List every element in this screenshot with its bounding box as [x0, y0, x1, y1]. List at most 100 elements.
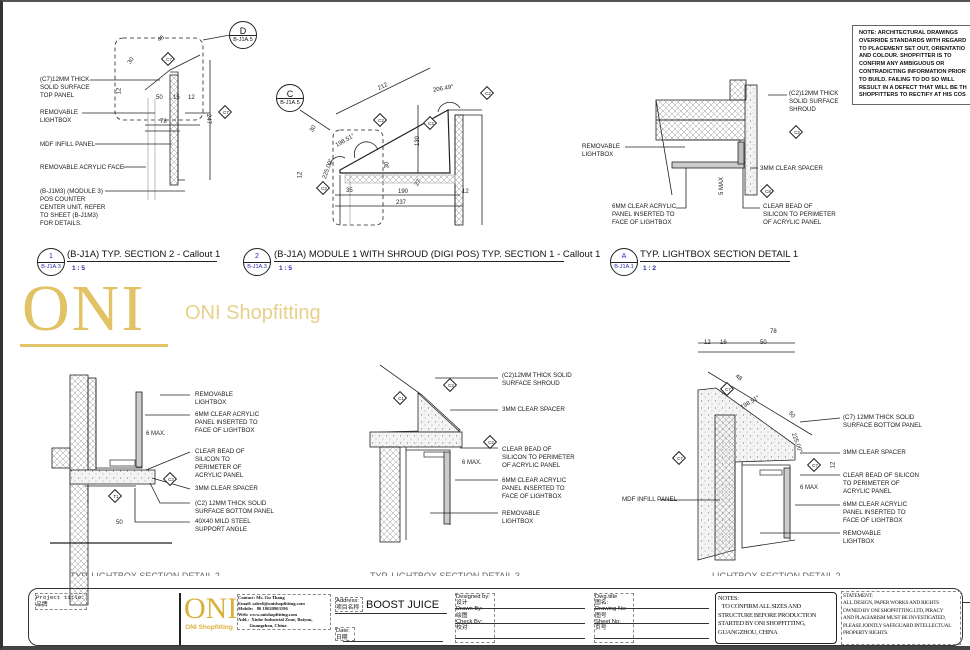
drawn-by-label: Drawn By: 绘图	[456, 606, 483, 619]
dim: 78	[770, 329, 777, 335]
tag-text: C7	[223, 109, 229, 115]
dim: 6 MAX.	[462, 460, 482, 466]
tag-text: C2	[378, 117, 384, 123]
label-silicon-bead: CLEAR BEAD OF SILICON TO PERIMETER OF AC…	[502, 446, 575, 469]
dim: 237	[396, 200, 407, 206]
section-2-drawing	[299, 67, 483, 226]
tag-text: C2	[485, 90, 491, 96]
dim: 12	[116, 87, 123, 95]
designed-by-label: Designed by: 设计	[456, 594, 490, 607]
label-clear-spacer: 3mm CLEAR SPACER	[502, 406, 565, 413]
label-bottom-panel: (C2) 12mm THICK SOLID SURFACE BOTTOM PAN…	[195, 500, 274, 515]
label-clear-spacer: 3mm CLEAR SPACER	[843, 449, 906, 456]
label-silicon-bead: CLEAR BEAD OF SILICON TO PERIMETER OF AC…	[843, 472, 919, 495]
dim: 190	[398, 189, 409, 195]
label-removable-lightbox: REMOVABLE LIGHTBOX	[195, 391, 234, 406]
dim: 12	[830, 461, 837, 469]
tag-text: T1	[113, 493, 119, 499]
callout-id: D	[239, 26, 247, 36]
project-name: BOOST JUICE	[366, 599, 440, 611]
dim: 12	[297, 171, 304, 179]
callout-ref: B-J1A.5	[277, 98, 303, 106]
tag-text: C7	[725, 386, 731, 392]
dim: 247	[205, 113, 212, 125]
label-acrylic-face: REMOVABLE ACRYLIC FACE	[40, 164, 125, 171]
section-C-drawing	[369, 364, 498, 543]
logo-subtitle: ONI Shopfitting	[185, 624, 233, 631]
logo-text: ONI	[184, 592, 238, 625]
callout-id: C	[286, 89, 294, 99]
label-acrylic-panel: 6mm CLEAR ACRYLIC PANEL INSERTED TO FACE…	[195, 411, 260, 434]
designed-by: Designed by: 设计 Drawn By: 绘图 Check By: 校…	[455, 593, 495, 643]
label-mdf-infill: MDF INFILL PANEL	[622, 496, 678, 503]
section-2-scale: 1 : 5	[279, 265, 293, 272]
tag-text: C2	[794, 129, 800, 135]
sheet-ref: B-J1A.3	[244, 262, 270, 270]
label-acrylic-panel: 6mm CLEAR ACRYLIC PANEL INSERTED TO FACE…	[612, 203, 677, 226]
dim: 6 MAX	[800, 485, 819, 491]
tag-text: C7	[812, 462, 818, 468]
check-by-label: Check By: 校对	[456, 618, 483, 632]
label-bottom-panel: (C7) 12mm THICK SOLID SURFACE BOTTOM PAN…	[843, 414, 922, 429]
section-B-title-cut: TYP. LIGHTBOX SECTION DETAIL 2	[70, 572, 220, 576]
tag-text: C1	[398, 395, 404, 401]
label-top-panel: (C7)12mm THICK SOLID SURFACE TOP PANEL	[40, 76, 90, 99]
tag-text: C2	[488, 439, 494, 445]
callout-ref: B-J1A.5	[230, 35, 256, 43]
tag-text: C7	[677, 455, 683, 461]
dim: 5 MAX	[719, 176, 726, 196]
label-acrylic-panel: 6mm CLEAR ACRYLIC PANEL INSERTED TO FACE…	[502, 477, 567, 500]
tag-text: C2	[321, 185, 327, 191]
watermark-logo: ONI	[22, 272, 146, 345]
architectural-note: NOTE: ARCHITECTURAL DRAWINGS OVERRIDE ST…	[852, 25, 970, 105]
dim: 16	[720, 340, 727, 346]
label-clear-spacer: 3mm CLEAR SPACER	[760, 165, 823, 172]
section-B-drawing	[50, 374, 191, 606]
label-clear-spacer: 3mm CLEAR SPACER	[195, 485, 258, 492]
notes-box: NOTES: TO CONFIRM ALL SIZES AND STRUCTUR…	[715, 592, 837, 644]
dim: 12	[188, 95, 195, 101]
section-D-drawing	[660, 342, 841, 561]
label-removable-lightbox: REMOVABLE LIGHTBOX	[502, 510, 541, 525]
section-A-title: TYP. LIGHTBOX SECTION DETAIL 1	[640, 249, 799, 262]
contact-info: Contact: Ms. Gu Thang Email: sales6@onis…	[237, 594, 331, 630]
label-silicon-bead: CLEAR BEAD OF SILICON TO PERIMETER OF AC…	[195, 448, 245, 479]
dim: 50	[116, 520, 123, 526]
tag-text: C7	[166, 56, 172, 62]
project-title: Project title: 品牌	[35, 593, 87, 610]
watermark-bar	[20, 344, 168, 347]
dim: 12	[704, 340, 711, 346]
section-1-scale: 1 : 5	[72, 265, 86, 272]
sheet-no-label: Sheet No: 页号	[595, 618, 621, 632]
tag-text: C2	[448, 382, 454, 388]
section-number: 1	[49, 253, 53, 260]
dwg-title-label: Dwg.title 图名:	[595, 594, 618, 607]
tag-text: C2	[168, 476, 174, 482]
dim: 6 MAX.	[146, 431, 166, 437]
tag-text: C8	[765, 188, 771, 194]
sheet-ref: B-J1A.3	[38, 262, 64, 270]
drawing-no-label: Drawing No: 图号	[595, 606, 627, 619]
section-number: A	[621, 253, 627, 260]
drawing-info: Dwg.title 图名: Drawing No: 图号 Sheet No: 页…	[594, 593, 634, 643]
section-number: 2	[255, 253, 259, 260]
label-acrylic-panel: 6mm CLEAR ACRYLIC PANEL INSERTED TO FACE…	[843, 501, 908, 524]
label-support-angle: 40x40 MILD STEEL SUPPORT ANGLE	[195, 518, 251, 533]
label-removable-lightbox: REMOVABLE LIGHTBOX	[582, 143, 621, 158]
section-D-title-cut: LIGHTBOX SECTION DETAIL 2	[712, 572, 841, 576]
watermark-subtitle: ONI Shopfitting	[185, 302, 321, 324]
dim: 78	[160, 119, 167, 125]
label-shroud: (C2)12mm THICK SOLID SURFACE SHROUD	[789, 90, 839, 113]
tag-text: C2	[428, 120, 434, 126]
section-A-scale: 1 : 2	[643, 265, 657, 272]
section-1-drawing	[82, 34, 231, 200]
address-label: Address: 项目名称	[335, 597, 363, 612]
